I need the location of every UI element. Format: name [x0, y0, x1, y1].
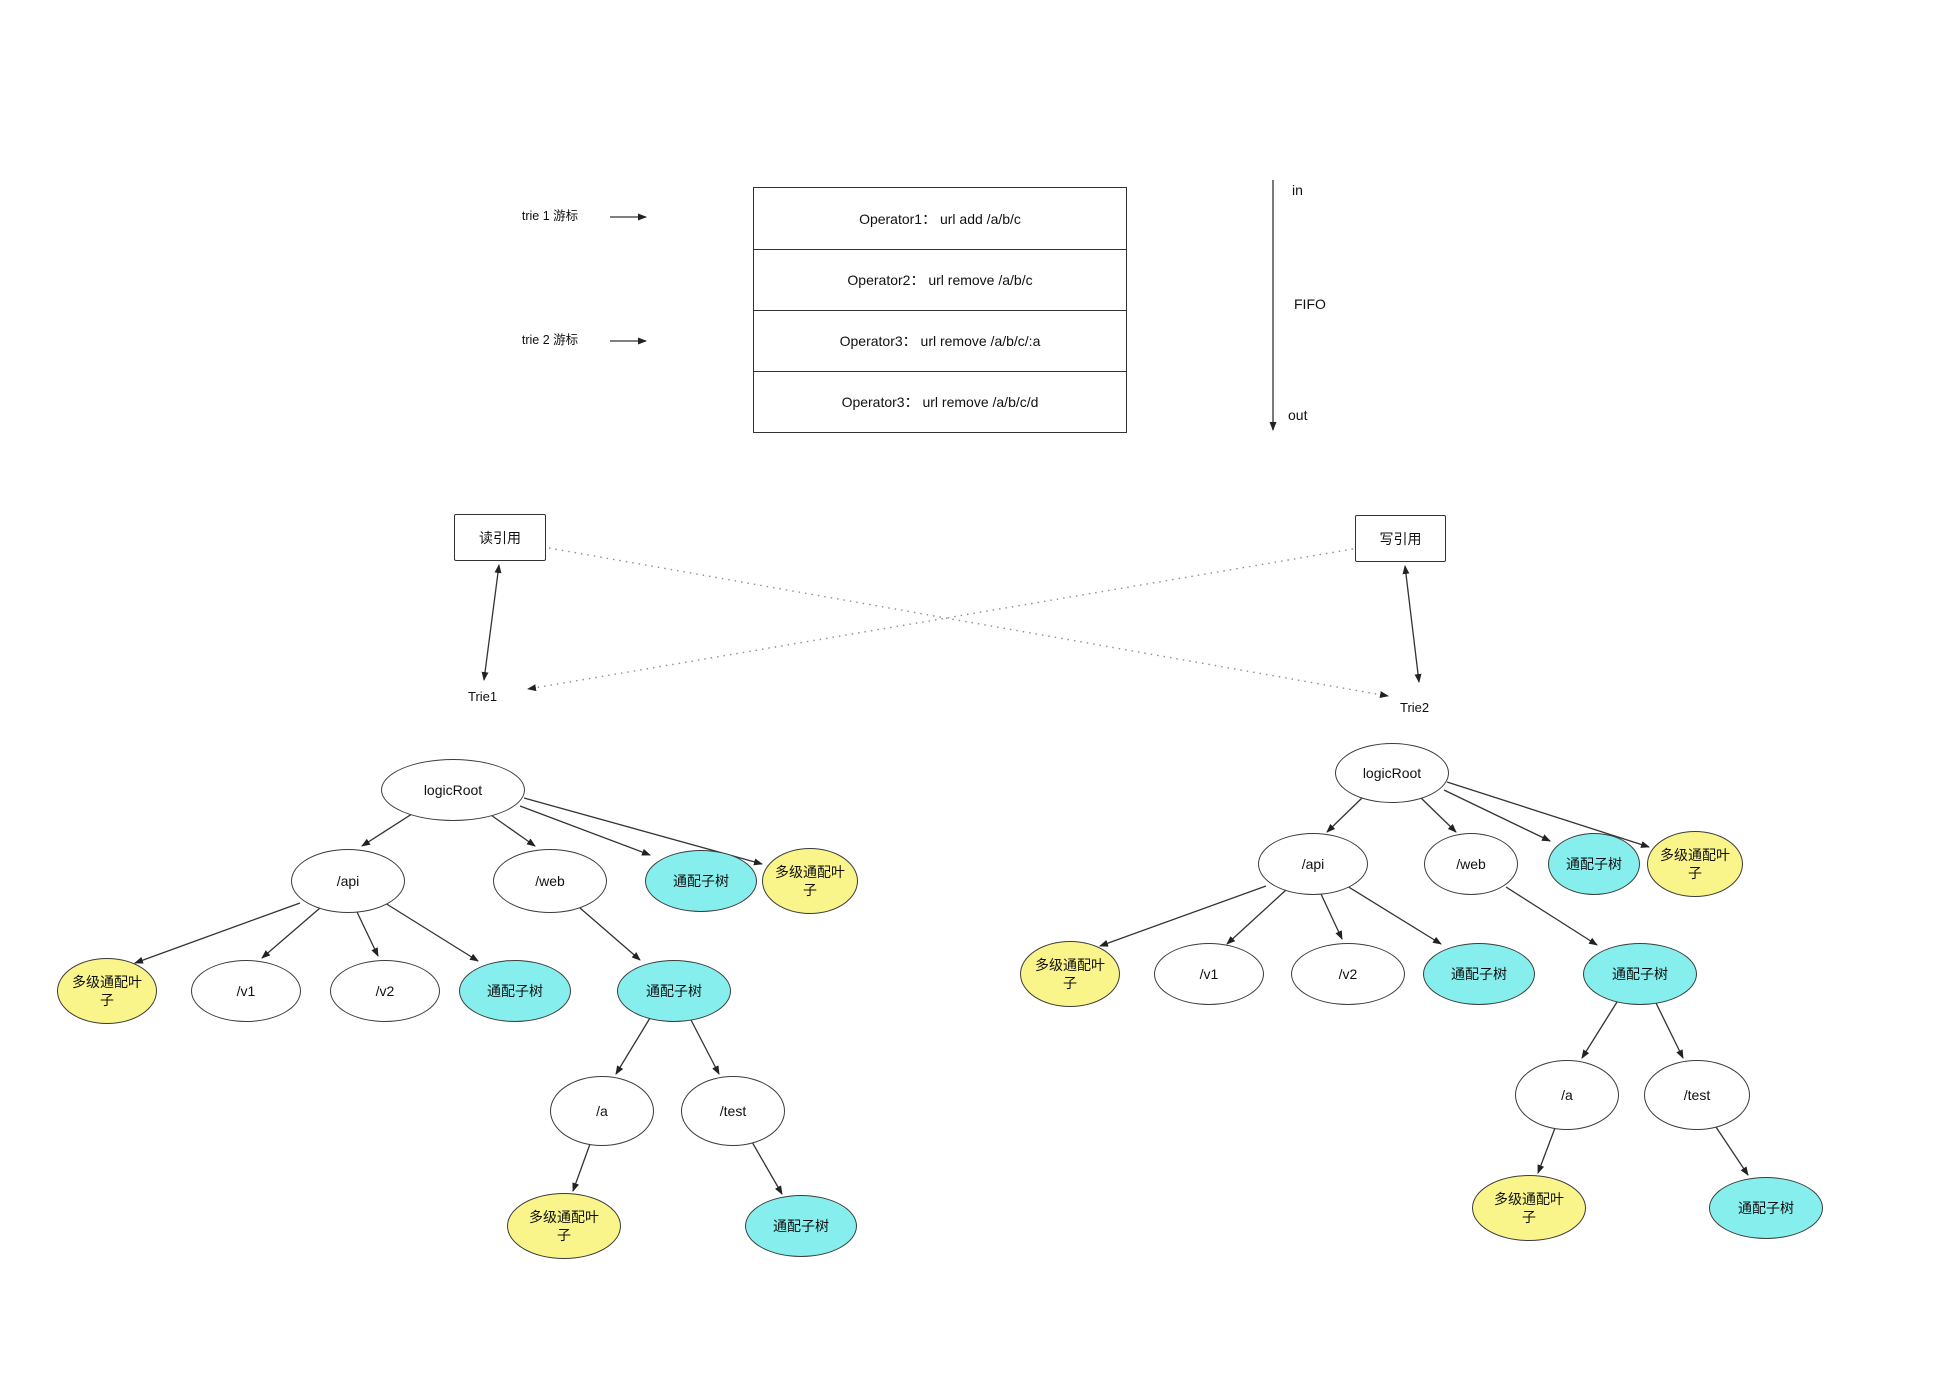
t1-node-logicroot: logicRoot	[381, 759, 525, 821]
dotted-read-to-trie2	[548, 547, 1389, 699]
node-label: 通配子树	[1612, 965, 1668, 982]
edge-t1-root-wildtree	[519, 805, 651, 856]
edge-t2-test-wildtree	[1715, 1126, 1749, 1176]
edge-t2-root-api	[1326, 796, 1364, 833]
t2-node-wildtree-2: 通配子树	[1423, 943, 1535, 1005]
edge-t2-root-web	[1419, 796, 1457, 833]
edge-t2-wild-test	[1655, 1002, 1684, 1059]
node-label: 通配子树	[646, 982, 702, 999]
queue-row-4: Operator3： url remove /a/b/c/d	[754, 371, 1126, 432]
node-label: 通配子树	[1451, 965, 1507, 982]
read-reference-box: 读引用	[454, 514, 546, 561]
node-label: /v1	[236, 982, 256, 999]
t1-node-v2: /v2	[330, 960, 440, 1022]
edge-t2-api-wildtree	[1346, 885, 1442, 945]
edge-t2-a-multileaf	[1537, 1127, 1556, 1174]
edge-t2-root-wildtree	[1443, 789, 1551, 842]
edge-t1-api-wildtree	[384, 902, 479, 962]
node-label: /v1	[1199, 965, 1219, 982]
trie2-cursor-label: trie 2 游标	[521, 333, 579, 347]
trie2-title: Trie2	[1400, 700, 1430, 715]
t2-node-wildtree-1: 通配子树	[1548, 833, 1640, 895]
t2-node-a: /a	[1515, 1060, 1619, 1130]
node-label: /v2	[375, 982, 395, 999]
queue-row-3: Operator3： url remove /a/b/c/:a	[754, 310, 1126, 371]
node-label: 通配子树	[673, 872, 729, 889]
node-label: /test	[1683, 1086, 1711, 1103]
t2-node-logicroot: logicRoot	[1335, 743, 1449, 803]
t2-node-api: /api	[1258, 833, 1368, 895]
t2-node-wildtree-4: 通配子树	[1709, 1177, 1823, 1239]
fifo-label: FIFO	[1294, 296, 1326, 312]
arrow-read-trie1	[481, 564, 502, 681]
node-label: 通配子树	[1738, 1199, 1794, 1216]
queue-row-2: Operator2： url remove /a/b/c	[754, 249, 1126, 310]
fifo-in-label: in	[1292, 182, 1303, 198]
node-label: 通配子树	[1566, 855, 1622, 872]
t2-node-web: /web	[1424, 833, 1518, 895]
node-label: /web	[535, 872, 565, 889]
node-label: 通配子树	[773, 1217, 829, 1234]
t1-node-wildtree-2: 通配子树	[459, 960, 571, 1022]
t2-node-wildtree-3: 通配子树	[1583, 943, 1697, 1005]
edge-t1-wild-test	[690, 1019, 720, 1075]
edge-t2-wild-a	[1581, 1001, 1618, 1059]
node-label: 通配子树	[487, 982, 543, 999]
node-label: 多级通配叶子	[1035, 956, 1105, 991]
trie1-cursor-label: trie 1 游标	[521, 209, 579, 223]
edge-t1-root-api	[361, 811, 416, 847]
t2-node-v1: /v1	[1154, 943, 1264, 1005]
t1-node-v1: /v1	[191, 960, 301, 1022]
edge-t2-api-v2	[1320, 893, 1343, 940]
dotted-write-to-trie1	[527, 548, 1354, 692]
operator-queue: Operator1： url add /a/b/c Operator2： url…	[753, 187, 1127, 433]
t1-node-wildtree-3: 通配子树	[617, 960, 731, 1022]
node-label: /test	[719, 1102, 747, 1119]
edge-t2-api-v1	[1226, 889, 1287, 945]
node-label: /web	[1456, 855, 1486, 872]
t2-node-test: /test	[1644, 1060, 1750, 1130]
node-label: 多级通配叶子	[775, 863, 845, 898]
t1-node-api: /api	[291, 849, 405, 913]
t2-node-v2: /v2	[1291, 943, 1405, 1005]
node-label: /v2	[1338, 965, 1358, 982]
node-label: /a	[1561, 1086, 1573, 1103]
edge-t1-api-v1	[261, 907, 321, 959]
t2-node-multileaf-3: 多级通配叶子	[1472, 1175, 1586, 1241]
edge-t1-wild-a	[615, 1017, 651, 1075]
edge-t1-api-v2	[356, 911, 379, 957]
node-label: 多级通配叶子	[1494, 1190, 1564, 1225]
node-label: /api	[1301, 855, 1325, 872]
node-label: logicRoot	[423, 781, 483, 798]
t1-node-multileaf-3: 多级通配叶子	[507, 1193, 621, 1259]
node-label: /a	[596, 1102, 608, 1119]
t1-node-a: /a	[550, 1076, 654, 1146]
node-label: 多级通配叶子	[1660, 846, 1730, 881]
node-label: /api	[336, 872, 360, 889]
write-reference-box: 写引用	[1355, 515, 1446, 562]
fifo-out-label: out	[1288, 407, 1308, 423]
node-label: 多级通配叶子	[72, 973, 142, 1008]
t2-node-multileaf-2: 多级通配叶子	[1020, 941, 1120, 1007]
trie1-title: Trie1	[468, 689, 498, 704]
t1-node-wildtree-4: 通配子树	[745, 1195, 857, 1257]
edge-t1-test-wildtree	[751, 1141, 783, 1195]
t1-node-web: /web	[493, 849, 607, 913]
arrow-write-trie2	[1402, 565, 1422, 683]
edge-t1-a-multileaf	[572, 1143, 591, 1192]
node-label: logicRoot	[1362, 764, 1422, 781]
t1-node-wildtree-1: 通配子树	[645, 850, 757, 912]
edge-t2-web-wildtree	[1505, 886, 1598, 946]
t2-node-multileaf-1: 多级通配叶子	[1647, 831, 1743, 897]
queue-row-1: Operator1： url add /a/b/c	[859, 210, 1021, 227]
t1-node-multileaf-2: 多级通配叶子	[57, 958, 157, 1024]
t1-node-multileaf-1: 多级通配叶子	[762, 848, 858, 914]
edge-t1-api-multileaf	[134, 902, 301, 964]
t1-node-test: /test	[681, 1076, 785, 1146]
edge-t1-web-wildtree	[579, 907, 641, 961]
edge-t2-api-multileaf	[1099, 885, 1267, 947]
edge-t1-root-web	[487, 812, 536, 847]
node-label: 多级通配叶子	[529, 1208, 599, 1243]
